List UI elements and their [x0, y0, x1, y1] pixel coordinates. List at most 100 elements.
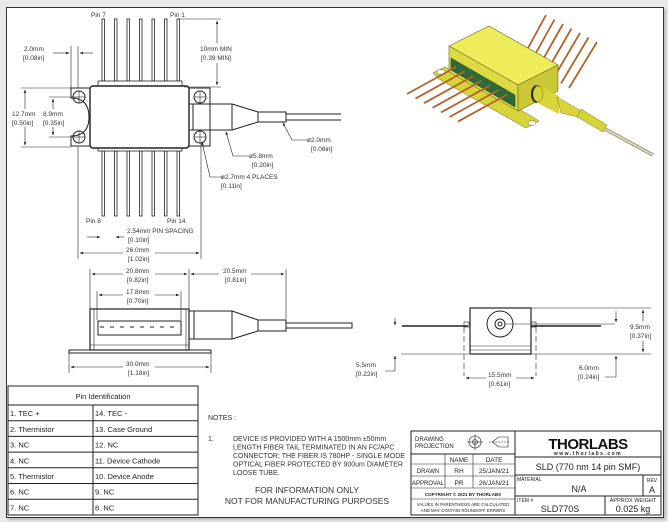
rev-value: A [649, 485, 655, 495]
mounting-hole-icon [193, 130, 207, 144]
title-block: DRAWING PROJECTION NAME DATE DRAWN RH 25… [410, 430, 662, 516]
pin-table-cell: 12. NC [95, 441, 119, 450]
disclaimer-line-1: FOR INFORMATION ONLY [255, 485, 359, 495]
hole-dia-dim: ø2.7mm 4 PLACES [221, 174, 278, 181]
top-pin [164, 18, 168, 82]
mounting-hole-icon [72, 130, 86, 144]
fiber-boot [188, 103, 341, 131]
approval-name: PR [454, 480, 463, 487]
drawn-name: RH [454, 468, 464, 475]
bottom-pin [151, 150, 155, 217]
body-length-dim-in: [0.82in] [127, 277, 149, 284]
website: www.thorlabs.com [553, 451, 622, 457]
iso-pin [457, 93, 508, 123]
window-length-dim-in: [0.70in] [127, 298, 149, 305]
col-date-header: DATE [486, 457, 504, 464]
end-height-dim: 9.5mm [630, 324, 650, 331]
body-height-dim-in: [0.50in] [12, 120, 34, 127]
hole-dia-dim-in: [0.11in] [221, 183, 242, 190]
copyright: COPYRIGHT © 2021 BY THORLABS [425, 491, 501, 497]
top-pin [151, 18, 155, 82]
pin-table-cell: 5. Thermistor [10, 472, 55, 481]
lead-length-dim-in: [0.39 MIN] [201, 55, 231, 62]
top-pin [139, 18, 143, 82]
pin-identification-table: Pin Identification 1. TEC +14. TEC -2. T… [7, 385, 199, 516]
mounting-hole-icon [72, 90, 86, 104]
boot-dia-dim-in: [0.20in] [252, 162, 274, 169]
drawn-date: 25/JAN/21 [479, 468, 510, 475]
flange-length-dim: 30.0mm [126, 361, 149, 368]
iso-front-pins [406, 66, 508, 123]
pin-7-label: Pin 7 [91, 12, 106, 19]
axis-height-dim: 6.0mm [579, 365, 599, 372]
pin-spacing-dim-in: [0.10in] [128, 237, 150, 244]
top-header-strip [97, 80, 183, 87]
material-value: N/A [571, 484, 586, 494]
rounding-disclaimer-2: AND MAY CONTAIN ROUNDOFF ERRORS [421, 508, 506, 513]
drawn-label: DRAWN [417, 469, 439, 475]
isometric-3d-view [406, 14, 654, 157]
note-line: LOOSE TUBE. [233, 470, 280, 477]
top-pin [114, 18, 118, 82]
top-pin [126, 18, 130, 82]
left-mounting-ear [70, 87, 92, 147]
package-body [89, 85, 190, 149]
side-view: 20.8mm [0.82in] 20.5mm [0.81in] 17.8mm [… [68, 265, 353, 378]
item-label: ITEM # [517, 498, 533, 504]
overall-width-dim-in: [1.02in] [128, 256, 150, 263]
projection-label-1: DRAWING [415, 437, 444, 443]
technical-drawing: Pin 7 Pin 1 Pin 8 Pin 14 10mm MIN [0.39 … [7, 12, 662, 516]
col-name-header: NAME [450, 457, 469, 464]
pin-table-cell: 9. NC [95, 488, 115, 497]
iso-pin [568, 41, 598, 89]
iso-pin [449, 89, 499, 118]
pin-table-cell: 2. Thermistor [10, 425, 55, 434]
pin-14-label: Pin 14 [167, 218, 186, 225]
end-view: 5.5mm [0.22in] 15.5mm [0.61in] 9.5mm [0.… [356, 307, 659, 389]
projection-label-2: PROJECTION [415, 444, 454, 450]
hole-spacing-dim-in: [0.35in] [43, 120, 65, 127]
fiber-dia-dim: ø2.0mm [307, 137, 331, 144]
note-line: DEVICE IS PROVIDED WITH A 1500mm ±50mm [233, 436, 386, 443]
approval-date: 26/JAN/21 [479, 480, 510, 487]
note-line: LENGTH FIBER TAIL TERMINATED IN AN FC/AP… [233, 445, 394, 452]
hole-spacing-dim: 8.9mm [43, 111, 63, 118]
bottom-pin [126, 150, 130, 217]
weight-value: 0.025 kg [616, 504, 651, 514]
bottom-pin [139, 150, 143, 217]
fiber-dia-dim-in: [0.08in] [311, 146, 333, 153]
notes-heading: NOTES : [208, 415, 236, 422]
top-pins [101, 18, 180, 82]
boot-dia-dim: ø5.8mm [249, 153, 273, 160]
boot-length-dim-in: [0.81in] [225, 277, 247, 284]
pin-table-cell: 14. TEC - [95, 409, 127, 418]
bottom-pin [101, 150, 105, 217]
ear-width-dim-in: [0.08in] [23, 55, 45, 62]
iso-pin [432, 80, 482, 109]
bottom-pin [176, 150, 180, 217]
iso-pin [423, 75, 474, 104]
pin-table-cell: 6. NC [10, 488, 30, 497]
axis-height-dim-in: [0.24in] [578, 374, 600, 381]
pin-table-cell: 10. Device Anode [95, 472, 154, 481]
pin-table-cell: 1. TEC + [10, 409, 40, 418]
window-length-dim: 17.8mm [126, 289, 149, 296]
pin-8-label: Pin 8 [86, 218, 101, 225]
bottom-pins [101, 150, 180, 217]
approval-label: APPROVAL [412, 481, 445, 487]
lead-length-dim: 10mm MIN [200, 46, 232, 53]
end-height-dim-in: [0.37in] [630, 333, 652, 340]
pin-window [97, 320, 182, 336]
note-number: 1. [208, 436, 214, 443]
iso-pin [560, 37, 590, 84]
lead-height-dim-in: [0.22in] [356, 371, 378, 378]
flange-length-dim-in: [1.18in] [128, 370, 150, 377]
lead-height-dim: 5.5mm [356, 362, 376, 369]
pin-table-cell: 4. NC [10, 456, 30, 465]
pin-1-label: Pin 1 [170, 12, 185, 19]
pin-table-cell: 11. Device Cathode [95, 456, 160, 465]
pin-table-cell: 7. NC [10, 503, 30, 512]
rev-label: REV [647, 478, 658, 484]
pin-spacing-dim: 2.54mm PIN SPACING [127, 228, 194, 235]
drawing-title: SLD (770 nm 14 pin SMF) [536, 462, 641, 472]
